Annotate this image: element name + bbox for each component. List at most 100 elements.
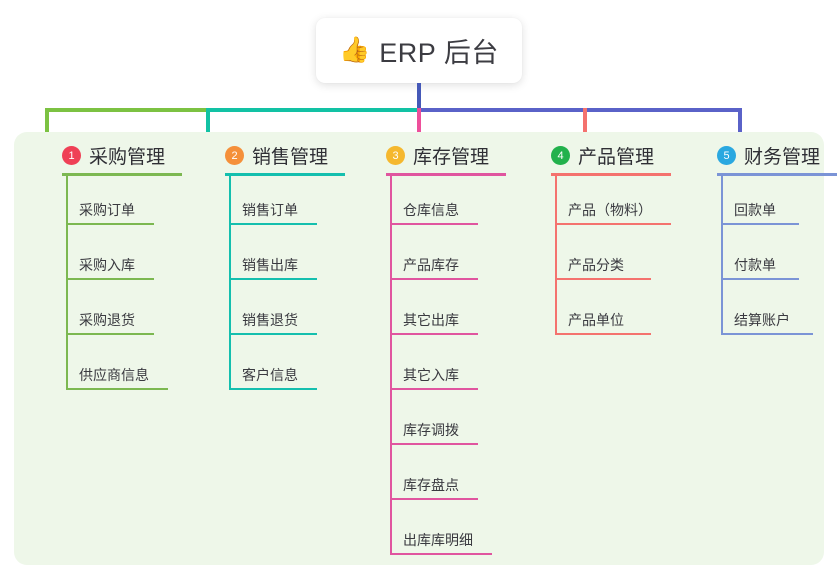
branch-title-3: 库存管理 — [413, 147, 490, 168]
branch-spine-4 — [555, 176, 557, 335]
branch-item-label: 采购订单 — [79, 202, 135, 218]
branch-item[interactable]: 回款单 — [721, 199, 799, 225]
branch-item[interactable]: 产品分类 — [555, 254, 651, 280]
branch-item[interactable]: 产品（物料） — [555, 199, 671, 225]
branches-panel: 1 采购管理采购订单采购入库采购退货供应商信息 2 销售管理销售订单销售出库销售退货客… — [14, 132, 837, 565]
bus-connector-green — [45, 108, 208, 112]
branch-item-label: 产品库存 — [403, 257, 459, 273]
branch-item-rule — [390, 333, 478, 335]
branch-item[interactable]: 采购退货 — [66, 309, 154, 335]
branch-header-4[interactable]: 4 产品管理 — [551, 142, 654, 169]
branch-item-label: 产品单位 — [568, 312, 624, 328]
branch-item-rule — [555, 223, 671, 225]
branch-item-rule — [390, 278, 478, 280]
branch-spine-2 — [229, 176, 231, 390]
branch-item-label: 产品分类 — [568, 257, 624, 273]
branch-item[interactable]: 库存盘点 — [390, 474, 478, 500]
branch-item-rule — [66, 388, 168, 390]
branch-header-rule-2 — [225, 173, 345, 176]
branch-item-label: 产品（物料） — [568, 202, 652, 218]
branch-title-1: 采购管理 — [89, 147, 166, 168]
branch-item[interactable]: 采购订单 — [66, 199, 154, 225]
branch-item-label: 销售退货 — [242, 312, 298, 328]
branch-item-rule — [555, 278, 651, 280]
branch-item[interactable]: 库存调拨 — [390, 419, 478, 445]
branch-item-rule — [229, 388, 317, 390]
branch-item[interactable]: 客户信息 — [229, 364, 317, 390]
branch-item-rule — [229, 223, 317, 225]
branch-header-rule-5 — [717, 173, 837, 176]
branch-item[interactable]: 产品单位 — [555, 309, 651, 335]
branch-header-rule-4 — [551, 173, 671, 176]
branch-item-rule — [229, 278, 317, 280]
branch-item-label: 其它入库 — [403, 367, 459, 383]
branch-badge-5: 5 — [717, 146, 736, 165]
root-stem-connector — [417, 83, 421, 112]
branch-item-label: 采购入库 — [79, 257, 135, 273]
branch-spine-5 — [721, 176, 723, 335]
branch-item-rule — [721, 333, 813, 335]
branch-badge-3: 3 — [386, 146, 405, 165]
branch-item-label: 库存盘点 — [403, 477, 459, 493]
branch-item-rule — [66, 278, 154, 280]
drop-connector-3 — [417, 108, 421, 146]
branch-badge-2: 2 — [225, 146, 244, 165]
branch-title-4: 产品管理 — [578, 147, 655, 168]
branch-item-label: 库存调拨 — [403, 422, 459, 438]
root-title: ERP 后台 — [379, 38, 499, 68]
branch-spine-1 — [66, 176, 68, 390]
branch-item-label: 采购退货 — [79, 312, 135, 328]
branch-item-rule — [390, 388, 478, 390]
bus-connector-blue — [417, 108, 741, 112]
branch-item-rule — [229, 333, 317, 335]
branch-header-3[interactable]: 3 库存管理 — [386, 142, 489, 169]
root-node[interactable]: 👍 ERP 后台 — [316, 18, 522, 83]
branch-spine-3 — [390, 176, 392, 555]
branch-item-label: 出库库明细 — [403, 532, 473, 548]
branch-item[interactable]: 其它出库 — [390, 309, 478, 335]
drop-connector-5 — [738, 108, 742, 146]
branch-item-label: 销售出库 — [242, 257, 298, 273]
branch-header-2[interactable]: 2 销售管理 — [225, 142, 328, 169]
branch-item-label: 其它出库 — [403, 312, 459, 328]
branch-item[interactable]: 销售订单 — [229, 199, 317, 225]
branch-item[interactable]: 仓库信息 — [390, 199, 478, 225]
thumbs-up-icon: 👍 — [339, 36, 371, 64]
branch-item[interactable]: 产品库存 — [390, 254, 478, 280]
branch-header-1[interactable]: 1 采购管理 — [62, 142, 165, 169]
branch-item-rule — [390, 553, 492, 555]
branch-item[interactable]: 销售出库 — [229, 254, 317, 280]
branch-header-rule-3 — [386, 173, 506, 176]
branch-badge-1: 1 — [62, 146, 81, 165]
branch-item-label: 回款单 — [734, 202, 776, 218]
branch-item-rule — [555, 333, 651, 335]
branch-item-rule — [721, 278, 799, 280]
branch-item-label: 供应商信息 — [79, 367, 149, 383]
drop-connector-1 — [45, 108, 49, 146]
branch-item-rule — [390, 498, 478, 500]
branch-item-rule — [66, 333, 154, 335]
branch-item[interactable]: 销售退货 — [229, 309, 317, 335]
branch-title-5: 财务管理 — [744, 147, 821, 168]
branch-item-label: 仓库信息 — [403, 202, 459, 218]
branch-item-rule — [66, 223, 154, 225]
branch-title-2: 销售管理 — [252, 147, 329, 168]
bus-connector-teal — [208, 108, 417, 112]
branch-item-rule — [721, 223, 799, 225]
branch-item[interactable]: 付款单 — [721, 254, 799, 280]
branch-item-label: 付款单 — [734, 257, 776, 273]
branch-item[interactable]: 采购入库 — [66, 254, 154, 280]
branch-item[interactable]: 结算账户 — [721, 309, 813, 335]
branch-item-rule — [390, 223, 478, 225]
branch-item[interactable]: 出库库明细 — [390, 529, 492, 555]
drop-connector-4 — [583, 108, 587, 146]
branch-item-label: 销售订单 — [242, 202, 298, 218]
branch-item-rule — [390, 443, 478, 445]
branch-item-label: 结算账户 — [734, 312, 790, 328]
branch-header-5[interactable]: 5 财务管理 — [717, 142, 820, 169]
branch-item[interactable]: 其它入库 — [390, 364, 478, 390]
branch-badge-4: 4 — [551, 146, 570, 165]
branch-item[interactable]: 供应商信息 — [66, 364, 168, 390]
drop-connector-2 — [206, 108, 210, 146]
